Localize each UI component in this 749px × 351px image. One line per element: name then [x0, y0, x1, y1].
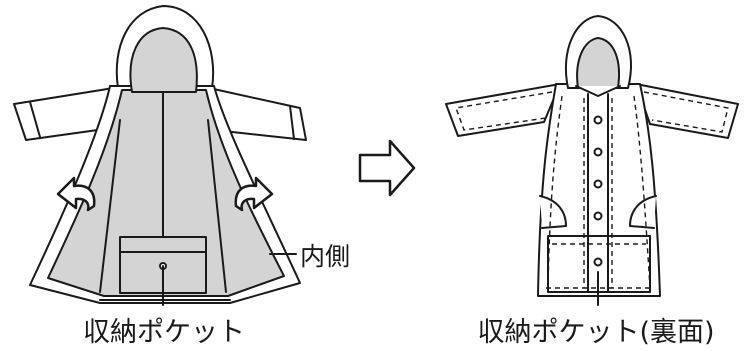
- stitch-body-right: [633, 95, 651, 289]
- collar: [575, 85, 621, 97]
- left-curved-arrow-icon: [56, 176, 96, 212]
- right-cuff-line: [289, 105, 295, 140]
- curved-arrow-icon: [56, 176, 274, 212]
- coat-button-icon: [593, 115, 603, 267]
- button-4: [593, 211, 603, 221]
- button-1: [593, 115, 603, 125]
- left-side-pocket: [539, 195, 567, 229]
- button-5: [593, 257, 603, 267]
- coat-lining: [47, 89, 285, 297]
- right-arrow-icon: [358, 139, 416, 197]
- storage-pocket-label: 収納ポケット: [83, 317, 245, 348]
- closed-left-sleeve: [445, 83, 561, 137]
- right-curved-arrow-icon: [234, 176, 274, 212]
- stitch-right-sleeve: [643, 91, 729, 133]
- inner-side-label: 内側: [300, 242, 350, 271]
- closed-raincoat-figure: [445, 15, 739, 306]
- button-2: [593, 147, 603, 157]
- left-cuff-line: [29, 101, 41, 138]
- stitch-left-sleeve: [455, 91, 553, 131]
- hood-lining: [129, 27, 198, 93]
- closed-hood-inner: [576, 37, 620, 89]
- storage-pocket-back-label: 収納ポケット(裏面): [477, 317, 714, 348]
- right-front-edge: [207, 119, 227, 293]
- right-side-pocket: [629, 195, 657, 229]
- stitching: [455, 91, 729, 289]
- open-raincoat-figure: [13, 5, 307, 306]
- left-front-edge: [99, 119, 121, 293]
- button-3: [593, 179, 603, 189]
- stitch-body-left: [547, 95, 563, 289]
